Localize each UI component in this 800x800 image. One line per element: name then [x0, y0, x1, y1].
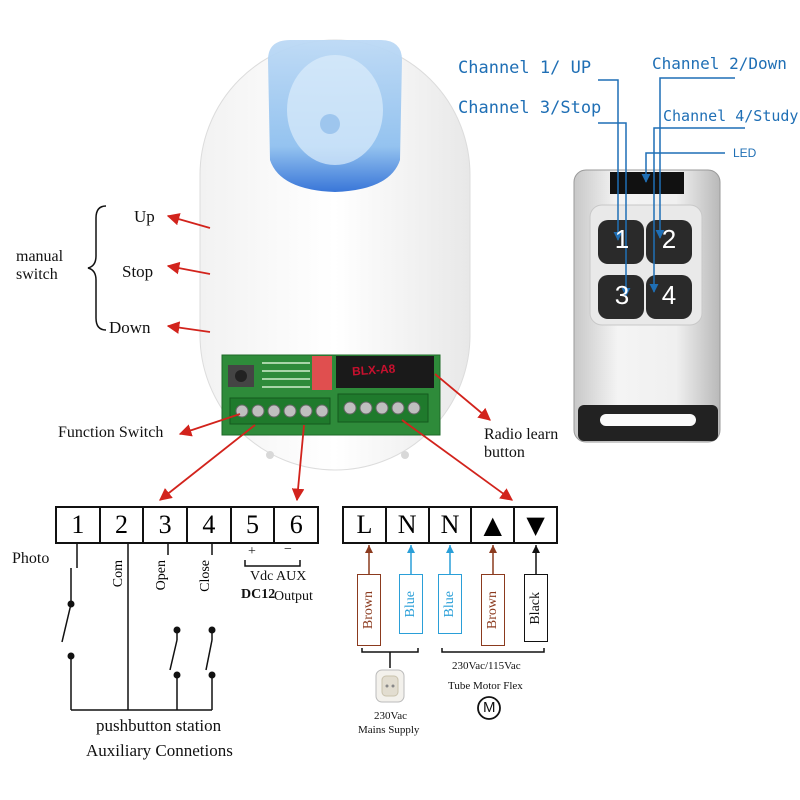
motor-symbol-icon	[477, 696, 501, 720]
wire-blue-n2: Blue	[438, 574, 462, 634]
remote-button-2: 2	[661, 224, 677, 254]
open-label: Open	[154, 560, 169, 591]
mains-label-1: 230Vac	[374, 710, 407, 722]
stop-label: Stop	[122, 262, 154, 281]
terminal-1: 1	[57, 508, 101, 542]
up-label: Up	[134, 207, 155, 226]
wire-blue-n1: Blue	[399, 574, 423, 634]
wire-black-down: Black	[524, 574, 548, 642]
remote-callout-lines	[598, 77, 745, 297]
manual-switch-label-1: manual	[16, 248, 64, 265]
switch-contacts	[67, 600, 216, 679]
left-wiring	[61, 543, 301, 711]
output-label: Output	[274, 589, 313, 604]
radio-learn-label-1: Radio learn	[484, 426, 559, 443]
led-label: LED	[733, 146, 757, 160]
remote-button-3: 3	[614, 280, 630, 310]
motor-symbol-label: M	[483, 699, 496, 716]
terminal-5: 5	[232, 508, 276, 542]
voltage-label: 230Vac/115Vac	[452, 660, 521, 672]
vdc-aux-label: Vdc AUX	[250, 569, 307, 584]
function-switch-label: Function Switch	[58, 424, 164, 441]
pcb-board	[221, 354, 441, 436]
terminal-4: 4	[188, 508, 232, 542]
terminal-l: L	[344, 508, 387, 542]
channel2-label: Channel 2/Down	[652, 54, 787, 73]
terminal-block-left: 1 2 3 4 5 6	[55, 506, 319, 544]
radio-learn-label-2: button	[484, 444, 525, 461]
terminal-block-right: L N N ▲ ▼	[342, 506, 558, 544]
terminal-3: 3	[144, 508, 189, 542]
board-callout-arrows	[159, 373, 514, 502]
manual-switch-brace	[87, 205, 107, 331]
wire-arrowheads	[365, 545, 540, 553]
wire-brown-l: Brown	[357, 574, 381, 646]
manual-switch-label-2: switch	[16, 266, 58, 283]
terminal-2: 2	[101, 508, 145, 542]
minus-label: −	[284, 542, 292, 557]
motor-label: Tube Motor Flex	[448, 680, 523, 692]
channel4-label: Channel 4/Study	[663, 107, 799, 125]
terminal-n2: N	[430, 508, 473, 542]
mains-plug-icon	[375, 669, 405, 703]
terminal-n1: N	[387, 508, 430, 542]
plus-label: +	[248, 544, 256, 559]
remote-control	[573, 169, 721, 443]
remote-button-4: 4	[661, 280, 677, 310]
dc12-label: DC12	[241, 587, 276, 602]
pushbutton-station-label: pushbutton station	[96, 716, 222, 735]
channel1-label: Channel 1/ UP	[458, 58, 592, 78]
auxiliary-label: Auxiliary Connetions	[86, 741, 233, 760]
manual-switch-arrows	[166, 213, 211, 334]
com-label: Com	[111, 560, 126, 588]
terminal-6: 6	[289, 510, 303, 539]
wire-brown-up: Brown	[481, 574, 505, 646]
down-label: Down	[109, 318, 151, 337]
mains-label-2: Mains Supply	[358, 724, 420, 736]
channel3-label: Channel 3/Stop	[458, 98, 602, 118]
terminal-down: ▼	[526, 511, 545, 539]
photo-label: Photo	[12, 550, 50, 567]
close-label: Close	[198, 560, 213, 592]
terminal-up: ▲	[472, 508, 516, 542]
remote-button-1: 1	[614, 224, 630, 254]
